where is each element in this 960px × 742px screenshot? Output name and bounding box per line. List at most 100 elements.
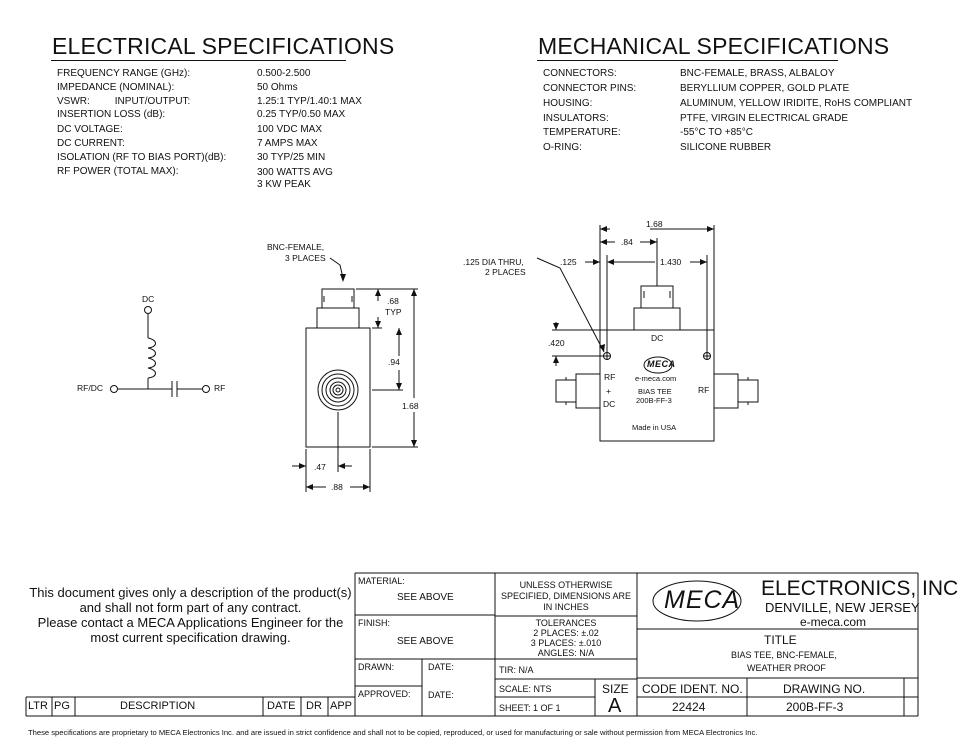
tir: TIR: N/A (499, 665, 534, 675)
elec-value: 100 VDC MAX (257, 124, 323, 135)
unless-note: UNLESS OTHERWISE SPECIFIED, DIMENSIONS A… (495, 580, 637, 613)
mech-label: INSULATORS: (543, 113, 609, 124)
rev-description-header: DESCRIPTION (120, 700, 196, 712)
elec-value: 50 Ohms (257, 82, 298, 93)
unit-logo: MECA (647, 359, 676, 369)
elec-value: 7 AMPS MAX (257, 138, 318, 149)
schematic-dc-label: DC (142, 294, 155, 304)
code-ident-label: CODE IDENT. NO. (642, 682, 743, 696)
dim-125: .125 (560, 257, 577, 267)
elec-label: IMPEDANCE (NOMINAL): (57, 82, 175, 93)
mech-label: CONNECTORS: (543, 68, 617, 79)
finish-value: SEE ABOVE (397, 636, 454, 647)
unit-part: 200B-FF-3 (636, 396, 672, 405)
scale: SCALE: NTS (499, 684, 552, 694)
elec-value: 0.500-2.500 (257, 68, 311, 79)
unit-name: BIAS TEE (638, 387, 672, 396)
rev-app-header: APP (330, 700, 353, 712)
top-rf-left-label: RF (604, 372, 616, 382)
elec-value: 1.25:1 TYP/1.40:1 MAX (257, 96, 362, 107)
drawing-no-label: DRAWING NO. (783, 682, 866, 696)
title-label: TITLE (764, 633, 797, 647)
dim-typ: TYP (385, 307, 402, 317)
disclaimer-line: Please contact a MECA Applications Engin… (37, 615, 344, 630)
rev-date-header: DATE (267, 700, 296, 712)
company-city: DENVILLE, NEW JERSEY (765, 600, 920, 615)
title-line: WEATHER PROOF (747, 663, 826, 673)
mech-value: SILICONE RUBBER (680, 142, 772, 153)
dim-68: .68 (387, 296, 399, 306)
drawn-label: DRAWN: (358, 662, 395, 672)
hole-callout: .125 DIA THRU, (463, 257, 524, 267)
drawing-no-value: 200B-FF-3 (786, 700, 844, 714)
elec-value: 3 KW PEAK (257, 179, 311, 190)
disclaimer-line: This document gives only a description o… (29, 585, 352, 600)
disclaimer-line: most current specification drawing. (90, 630, 291, 645)
unit-made: Made in USA (632, 423, 677, 432)
top-rf-right-label: RF (698, 385, 710, 395)
dim-168-top: 1.68 (646, 219, 663, 229)
connector-callout: BNC-FEMALE, (267, 242, 325, 252)
size-value: A (608, 695, 622, 717)
tolerance-line: 3 PLACES: ±.010 (530, 638, 602, 648)
hole-callout-places: 2 PLACES (485, 267, 526, 277)
top-plus-label: + (606, 386, 611, 396)
mechanical-title: MECHANICAL SPECIFICATIONS (538, 33, 890, 59)
size-label: SIZE (602, 682, 629, 696)
mech-value: -55°C TO +85°C (680, 127, 753, 138)
dim-84: .84 (621, 237, 633, 247)
elec-label: INSERTION LOSS (dB): (57, 109, 166, 120)
mech-label: TEMPERATURE: (543, 127, 621, 138)
approved-date-label: DATE: (428, 690, 454, 700)
unit-web: e-meca.com (635, 374, 677, 383)
unless-line: IN INCHES (543, 602, 589, 612)
rev-pg-header: PG (54, 700, 70, 712)
mech-value: BNC-FEMALE, BRASS, ALBALOY (680, 68, 835, 79)
elec-label: FREQUENCY RANGE (GHz): (57, 68, 191, 79)
elec-label: VSWR: INPUT/OUTPUT: (57, 96, 191, 107)
mech-value: ALUMINUM, YELLOW IRIDITE, RoHS COMPLIANT (680, 98, 913, 109)
disclaimer-line: and shall not form part of any contract. (79, 600, 302, 615)
mech-value: PTFE, VIRGIN ELECTRICAL GRADE (680, 113, 848, 124)
tolerances: TOLERANCES 2 PLACES: ±.02 3 PLACES: ±.01… (495, 618, 637, 658)
footer-notice: These specifications are proprietary to … (28, 728, 758, 737)
tolerances-title: TOLERANCES (535, 618, 597, 628)
top-dc-label: DC (651, 333, 664, 343)
finish-label: FINISH: (358, 618, 391, 628)
unless-line: UNLESS OTHERWISE (519, 580, 613, 590)
elec-label: ISOLATION (RF TO BIAS PORT)(dB): (57, 152, 227, 163)
company-logo: MECA (664, 586, 741, 614)
code-ident-value: 22424 (672, 700, 706, 714)
schematic-rf-label: RF (214, 383, 226, 393)
elec-label: RF POWER (TOTAL MAX): (57, 166, 179, 177)
elec-label: DC VOLTAGE: (57, 124, 123, 135)
disclaimer: This document gives only a description o… (28, 585, 353, 645)
mech-label: O-RING: (543, 142, 582, 153)
title-line: BIAS TEE, BNC-FEMALE, (731, 650, 837, 660)
elec-value: 0.25 TYP/0.50 MAX (257, 109, 346, 120)
connector-callout-places: 3 PLACES (285, 253, 326, 263)
tolerance-line: ANGLES: N/A (537, 648, 595, 658)
tolerance-line: 2 PLACES: ±.02 (533, 628, 599, 638)
company-name: ELECTRONICS, INC. (761, 577, 960, 600)
elec-value: 300 WATTS AVG (257, 167, 333, 178)
dim-94: .94 (388, 357, 400, 367)
material-label: MATERIAL: (358, 576, 405, 586)
dim-47: .47 (314, 462, 326, 472)
approved-label: APPROVED: (358, 689, 411, 699)
drawn-date-label: DATE: (428, 662, 454, 672)
mech-label: HOUSING: (543, 98, 593, 109)
rev-dr-header: DR (306, 700, 322, 712)
elec-label: DC CURRENT: (57, 138, 125, 149)
top-dc-left-label: DC (603, 399, 616, 409)
mech-label: CONNECTOR PINS: (543, 83, 637, 94)
material-value: SEE ABOVE (397, 592, 454, 603)
rev-ltr-header: LTR (28, 700, 48, 712)
electrical-title: ELECTRICAL SPECIFICATIONS (52, 33, 395, 59)
schematic-rfdc-label: RF/DC (77, 383, 103, 393)
dim-420: .420 (548, 338, 565, 348)
dim-88: .88 (331, 482, 343, 492)
unless-line: SPECIFIED, DIMENSIONS ARE (500, 591, 632, 601)
company-web: e-meca.com (800, 615, 867, 629)
elec-value: 30 TYP/25 MIN (257, 152, 326, 163)
